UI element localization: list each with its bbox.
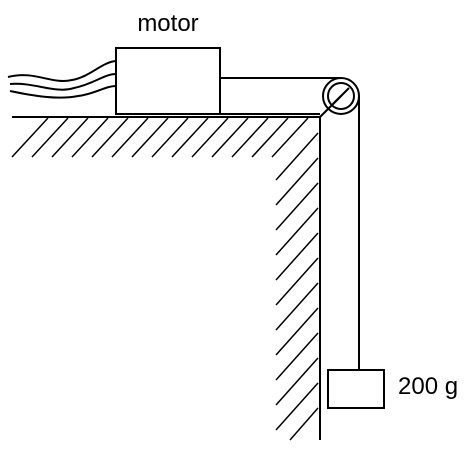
motor-label: motor bbox=[137, 10, 198, 37]
table-side-hatching bbox=[275, 132, 319, 441]
motor-box bbox=[115, 47, 221, 115]
mass-block bbox=[327, 369, 385, 409]
mass-label: 200 g bbox=[398, 373, 458, 400]
wires-icon bbox=[7, 60, 117, 99]
pulley-icon bbox=[322, 77, 360, 115]
table-top-hatching bbox=[11, 117, 309, 158]
table-edge bbox=[12, 116, 321, 440]
